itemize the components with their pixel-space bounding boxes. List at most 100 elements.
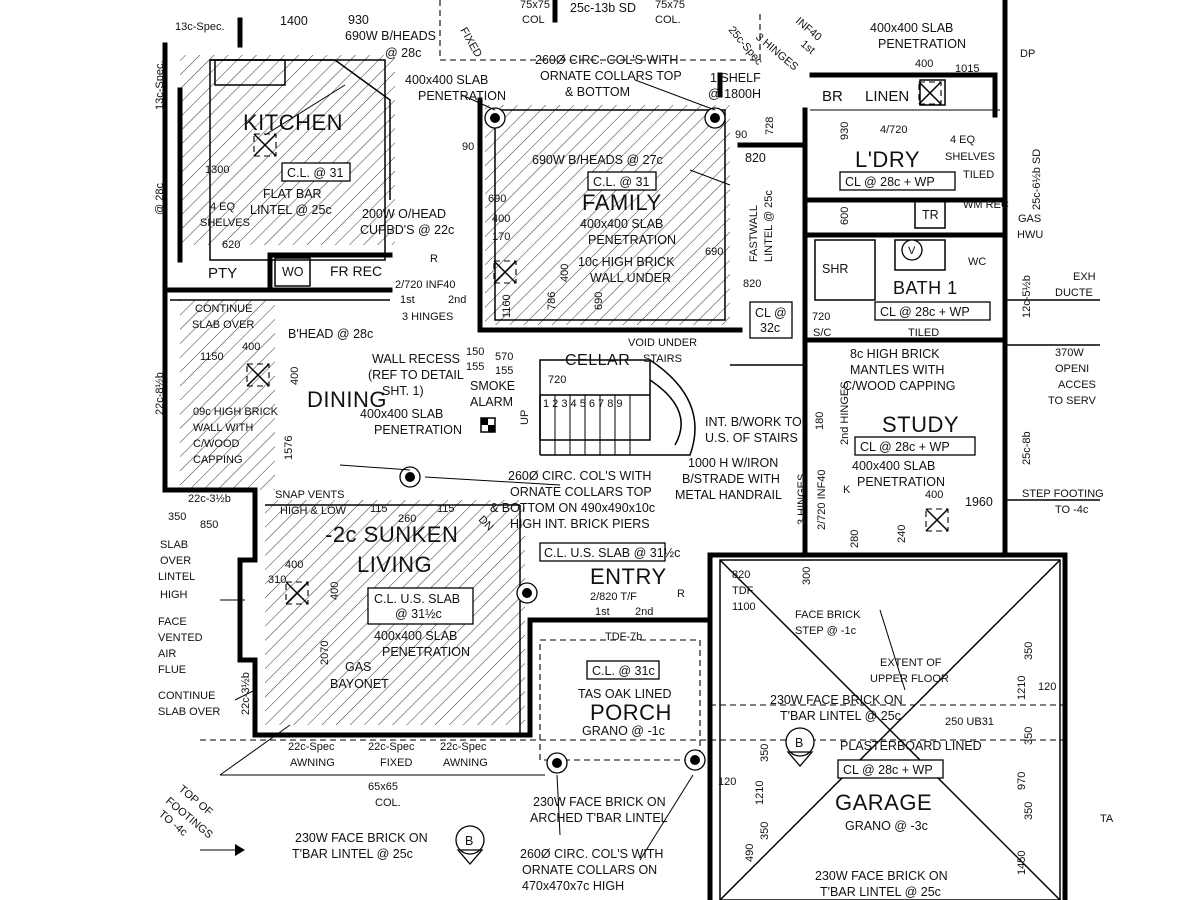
note-overhead-cupbd-1: 200W O/HEAD (362, 207, 446, 221)
dim-930: 930 (348, 13, 369, 27)
note-balustrade-3: METAL HANDRAIL (675, 488, 782, 502)
room-study: STUDY (882, 412, 959, 437)
note-13c-spec-left: 13c-Spec. (154, 60, 166, 110)
note-awning-2-spec: 22c-Spec (440, 741, 487, 753)
note-circ-col-2: ORNATE COLLARS TOP (540, 69, 682, 83)
note-wall-recess-3: SHT. 1) (382, 384, 424, 398)
dim-1210-b: 1210 (754, 781, 766, 805)
dim-1160: 1160 (501, 294, 513, 318)
note-kitchen-slab-1: 400x400 SLAB (405, 73, 488, 87)
note-dining-slab-2: PENETRATION (374, 423, 462, 437)
dim-1576: 1576 (283, 436, 295, 460)
note-09c-brick-2: WALL WITH (193, 422, 253, 434)
dim-720-cellar: 720 (548, 374, 566, 386)
note-col-65-b: COL. (375, 797, 401, 809)
room-sunken-living-line1: -2c SUNKEN (325, 522, 458, 547)
dim-690-c: 690 (593, 292, 605, 310)
note-fixed-2: FIXED (380, 757, 412, 769)
marker-wc: WC (968, 256, 986, 268)
note-flat-bar: FLAT BAR (263, 187, 322, 201)
dim-400-d: 400 (242, 341, 260, 353)
note-garage-lintel-2: T'BAR LINTEL @ 25c (820, 885, 941, 899)
dim-115-b: 115 (437, 503, 455, 515)
note-4eq-laundry-2: SHELVES (945, 151, 995, 163)
note-circ-piers-3: & BOTTOM ON 490x490x10c (490, 501, 655, 515)
note-shelf-1: 1 SHELF (710, 71, 761, 85)
note-4eq-shelves-1: 4 EQ (210, 201, 236, 213)
dim-12c-5-5: 12c-5½b (1021, 275, 1033, 318)
note-face-brick-garage-1: 230W FACE BRICK ON (770, 693, 903, 707)
note-entry-2nd: 2nd (635, 606, 653, 618)
dim-400-g: 400 (329, 582, 341, 600)
dim-690-b: 690 (705, 246, 723, 258)
note-door-3hinges: 3 HINGES (402, 311, 453, 323)
room-wm-rec: WM REC (963, 199, 1009, 211)
note-circ-piers-2: ORNATE COLLARS TOP (510, 485, 652, 499)
leader-lines (200, 79, 906, 861)
note-overhead-cupbd-2: CUPBD'S @ 22c (360, 223, 454, 237)
note-tas-oak: TAS OAK LINED (578, 687, 672, 701)
note-left-vented: VENTED (158, 632, 203, 644)
note-mantle-1: 8c HIGH BRICK (850, 347, 940, 361)
note-left-high: HIGH (160, 589, 188, 601)
dim-155: 155 (466, 361, 484, 373)
room-cellar: CELLAR (565, 352, 630, 369)
dim-22c-3-5-b: 22c-3½b (240, 672, 252, 715)
note-family-slab-1: 400x400 SLAB (580, 217, 663, 231)
note-col-65: 65x65 (368, 781, 398, 793)
note-porch-col-2: ORNATE COLLARS ON (522, 863, 657, 877)
note-family-brick-1: 10c HIGH BRICK (578, 255, 675, 269)
note-exh: EXH (1073, 271, 1096, 283)
note-wall-recess-2: (REF TO DETAIL (368, 368, 464, 382)
note-flat-bar-lintel: LINTEL @ 25c (250, 203, 332, 217)
dim-22c-8-5: 22c-8½b (154, 372, 166, 415)
note-bheads: 690W B/HEADS (345, 29, 436, 43)
note-face-brick-garage-2: T'BAR LINTEL @ 25c (780, 709, 901, 723)
note-col-b: COL. (655, 14, 681, 26)
note-face-brick-step-2: STEP @ -1c (795, 625, 857, 637)
dim-820-b: 820 (732, 569, 750, 581)
dim-115-a: 115 (370, 503, 388, 515)
dim-120: 120 (1038, 681, 1056, 693)
note-fixed-2-spec: 22c-Spec (368, 741, 415, 753)
note-gas-bayonet-2: BAYONET (330, 677, 389, 691)
note-tdf7: TDF-7b (605, 631, 642, 643)
note-gas-bayonet-1: GAS (345, 660, 371, 674)
note-awning-1: AWNING (290, 757, 335, 769)
dim-620: 620 (222, 239, 240, 251)
room-shower: SHR (822, 262, 848, 276)
room-family: FAMILY (582, 190, 662, 215)
note-hwu: HWU (1017, 229, 1043, 241)
porch-ceiling-label: C.L. @ 31c (592, 664, 655, 678)
section-marker-b-2: B (465, 834, 473, 848)
note-study-slab-1: 400x400 SLAB (852, 459, 935, 473)
note-family-bheads: 690W B/HEADS @ 27c (532, 153, 663, 167)
note-left-air: AIR (158, 648, 176, 660)
dim-400-i: 400 (559, 264, 571, 282)
note-study-door: 2/720 INF40 (816, 469, 828, 530)
note-grano-1c: GRANO @ -1c (582, 724, 665, 738)
note-bhead-dining: B'HEAD @ 28c (288, 327, 373, 341)
dim-350-d: 350 (1023, 802, 1035, 820)
marker-k: K (843, 484, 851, 496)
note-family-slab-2: PENETRATION (588, 233, 676, 247)
room-tr: TR (922, 208, 939, 222)
dim-400-top: 400 (915, 58, 933, 70)
note-25spec: 25c-Spec (726, 24, 765, 68)
room-dining: DINING (307, 387, 387, 412)
ceiling-32-label-1: CL @ (755, 306, 787, 320)
note-gas: GAS (1018, 213, 1041, 225)
note-left-over: OVER (160, 555, 191, 567)
note-left-lintel-1: 230W FACE BRICK ON (295, 831, 428, 845)
note-kitchen-slab-2: PENETRATION (418, 89, 506, 103)
note-door-2-720: 2/720 INF40 (395, 279, 456, 291)
kitchen-ceiling-label: C.L. @ 31 (287, 166, 344, 180)
note-extent-1: EXTENT OF (880, 657, 942, 669)
dim-570: 570 (495, 351, 513, 363)
dim-240: 240 (896, 525, 908, 543)
room-porch: PORCH (590, 700, 672, 725)
stair-treads (540, 359, 696, 456)
note-sd: 25c-13b SD (570, 1, 636, 15)
note-extent-2: UPPER FLOOR (870, 673, 949, 685)
note-mantle-2: MANTLES WITH (850, 363, 944, 377)
